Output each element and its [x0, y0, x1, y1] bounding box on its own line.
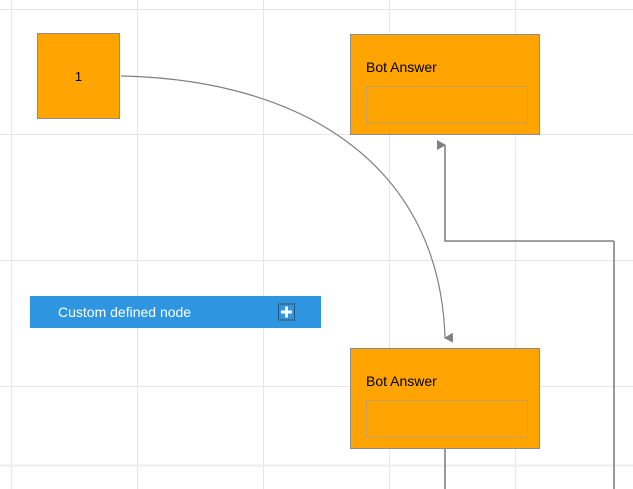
node-bot-answer-top[interactable]: Bot Answer: [350, 34, 540, 135]
plus-icon-vertical-bar: [285, 306, 288, 318]
palette-custom-defined-node[interactable]: Custom defined node: [30, 296, 321, 328]
edge-edge-orthogonal[interactable]: [437, 140, 614, 242]
node-start-1[interactable]: 1: [37, 33, 120, 119]
node-bot-answer-bottom-slot[interactable]: [366, 400, 528, 438]
node-bot-answer-top-title: Bot Answer: [366, 59, 437, 75]
node-start-1-label: 1: [74, 68, 83, 84]
plus-icon[interactable]: [278, 303, 295, 321]
palette-custom-defined-node-label: Custom defined node: [58, 304, 192, 320]
node-bot-answer-bottom[interactable]: Bot Answer: [350, 348, 540, 449]
node-bot-answer-top-slot[interactable]: [366, 86, 528, 124]
node-bot-answer-bottom-title: Bot Answer: [366, 373, 437, 389]
